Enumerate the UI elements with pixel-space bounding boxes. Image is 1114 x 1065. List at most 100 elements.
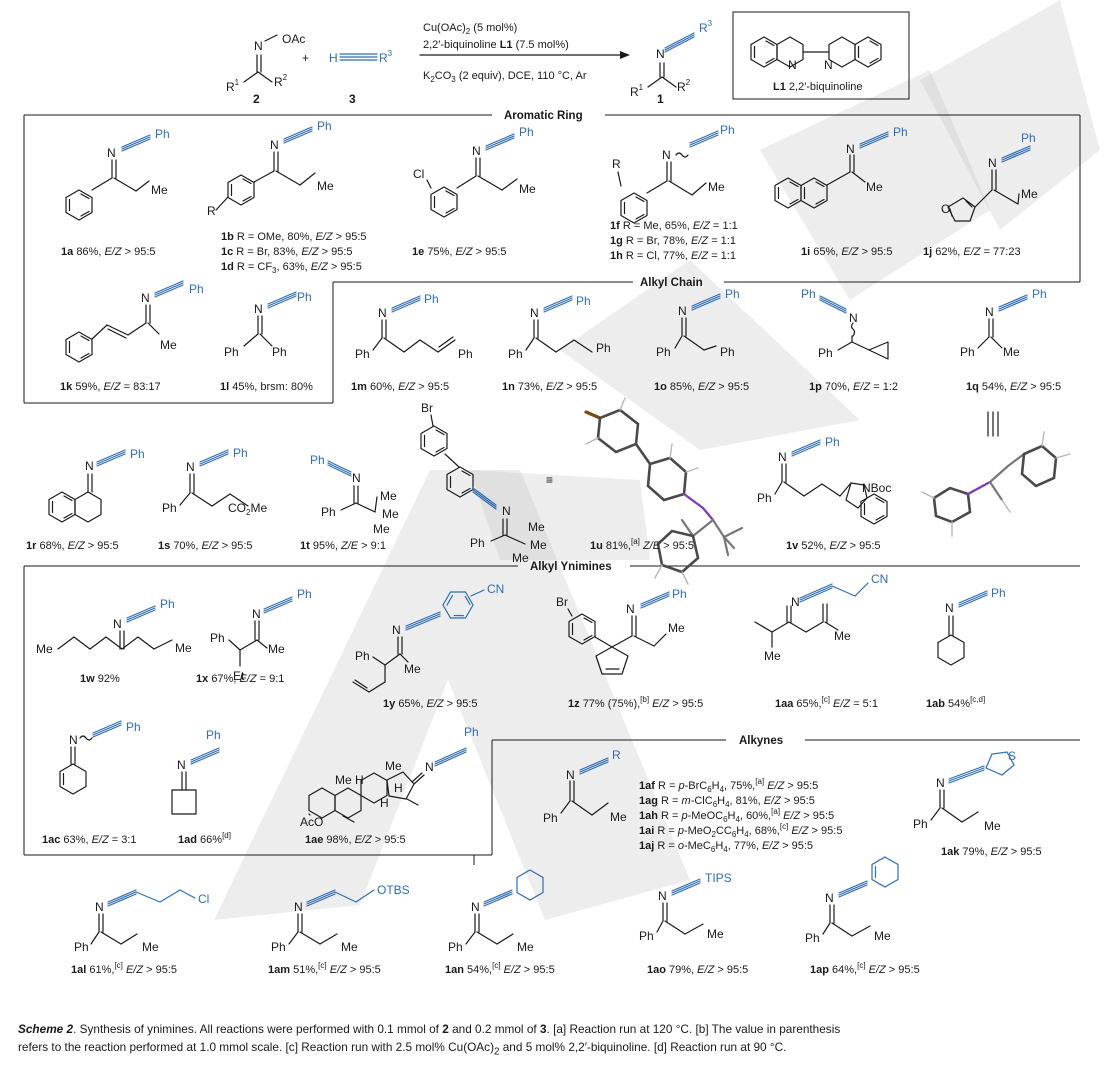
compound-1u: Br N Ph Me Me Me ≡ — [420, 397, 744, 585]
svg-text:Ph: Ph — [155, 127, 170, 141]
svg-text:R: R — [612, 748, 621, 762]
svg-text:Me: Me — [373, 522, 390, 536]
label-1y: 1y 65%, E/Z > 95:5 — [383, 698, 478, 710]
reaction-scheme: OAc N R1 R2 2 + H R3 3 Cu(OAc)2 (5 mol%)… — [226, 11, 910, 106]
svg-text:N: N — [378, 306, 387, 320]
svg-text:Ph: Ph — [355, 649, 370, 663]
svg-text:Ph: Ph — [913, 817, 928, 831]
svg-text:R: R — [612, 157, 621, 171]
svg-text:Ph: Ph — [272, 345, 287, 359]
svg-text:N: N — [936, 776, 945, 790]
svg-text:Ph: Ph — [458, 347, 473, 361]
alkyne-h-label: H — [329, 51, 338, 65]
svg-text:N: N — [530, 306, 539, 320]
label-1m: 1m 60%, E/Z > 95:5 — [351, 381, 449, 393]
preview-watermark — [214, 0, 1100, 920]
compound-1w: Me N Ph Me 1w 92% — [36, 597, 192, 685]
svg-text:Br: Br — [421, 401, 433, 415]
svg-text:CN: CN — [871, 572, 888, 586]
svg-text:Ph: Ph — [160, 597, 175, 611]
compound-1v: Ph N Ph NBoc 1v 52%, E/Z > 95:5 — [757, 435, 891, 552]
svg-text:N: N — [177, 758, 186, 772]
svg-text:Ph: Ph — [893, 125, 908, 139]
compound-1k: N Ph Me 1k 59%, E/Z = 83:17 — [60, 280, 204, 393]
ligand-n-right: N — [824, 58, 833, 72]
compound-1aa: Me N CN Me 1aa 65%,[c] E/Z = 5:1 — [754, 572, 888, 710]
label-1an: 1an 54%,[c] E/Z > 95:5 — [445, 961, 555, 976]
svg-text:Ph: Ph — [825, 435, 840, 449]
product-r2-label: R2 — [677, 78, 691, 94]
svg-text:N: N — [392, 623, 401, 637]
compound-1i: N Ph Me 1i 65%, E/Z > 95:5 — [774, 125, 908, 258]
svg-text:N: N — [471, 900, 480, 914]
catalyst-text: Cu(OAc)2 (5 mol%) — [423, 22, 517, 36]
alkyne-3: H R3 3 — [329, 49, 393, 106]
svg-text:Ph: Ph — [543, 811, 558, 825]
label-1q: 1q 54%, E/Z > 95:5 — [966, 381, 1061, 393]
svg-text:N: N — [113, 617, 122, 631]
svg-text:Ph: Ph — [162, 501, 177, 515]
compound-1-label: 1 — [657, 92, 664, 106]
svg-text:Ph: Ph — [210, 631, 225, 645]
svg-text:Me: Me — [874, 929, 891, 943]
svg-text:N: N — [846, 142, 855, 156]
compound-2-label: 2 — [253, 92, 260, 106]
svg-text:Ph: Ph — [310, 453, 325, 467]
label-1p: 1p 70%, E/Z = 1:2 — [809, 381, 898, 393]
svg-text:Me: Me — [341, 940, 358, 954]
compound-1e: Cl N Ph Me 1e 75%, E/Z > 95:5 — [412, 125, 536, 258]
label-1ak: 1ak 79%, E/Z > 95:5 — [941, 846, 1042, 858]
svg-text:TIPS: TIPS — [705, 871, 732, 885]
substrate-2: OAc N R1 R2 2 — [226, 32, 305, 106]
svg-text:Ph: Ph — [801, 287, 816, 301]
ligand-n-left: N — [788, 58, 797, 72]
label-1g: 1g R = Br, 78%, E/Z = 1:1 — [610, 235, 736, 247]
label-1ao: 1ao 79%, E/Z > 95:5 — [647, 964, 748, 976]
svg-text:Me: Me — [834, 629, 851, 643]
svg-text:Ph: Ph — [1021, 131, 1036, 145]
label-1d: 1d R = CF3, 63%, E/Z > 95:5 — [221, 261, 362, 275]
svg-text:Ph: Ph — [271, 940, 286, 954]
label-1h: 1h R = Cl, 77%, E/Z = 1:1 — [610, 250, 736, 262]
svg-text:Ph: Ph — [672, 587, 687, 601]
svg-text:Ph: Ph — [1032, 287, 1047, 301]
label-1af: 1af R = p-BrC6H4, 75%,[a] E/Z > 95:5 — [639, 777, 818, 794]
svg-text:Me: Me — [380, 489, 397, 503]
svg-text:N: N — [472, 144, 481, 158]
svg-text:Me: Me — [317, 179, 334, 193]
svg-text:Ph: Ph — [639, 929, 654, 943]
compound-1a: N Ph Me 1a 86%, E/Z > 95:5 — [61, 127, 170, 258]
svg-text:Me: Me — [160, 338, 177, 352]
svg-text:N: N — [626, 602, 635, 616]
compound-1p: Ph N Ph 1p 70%, E/Z = 1:2 — [801, 287, 898, 393]
compound-1s: Ph N Ph CO2Me 1s 70%, E/Z > 95:5 — [158, 446, 267, 552]
compound-1o: Ph N Ph Ph 1o 85%, E/Z > 95:5 — [654, 287, 749, 393]
svg-text:Ph: Ph — [960, 345, 975, 359]
label-1j: 1j 62%, E/Z = 77:23 — [923, 246, 1021, 258]
svg-text:Ph: Ph — [297, 587, 312, 601]
svg-text:Ph: Ph — [321, 505, 336, 519]
svg-text:Me: Me — [764, 649, 781, 663]
svg-text:Me: Me — [530, 538, 547, 552]
compound-1r: N Ph 1r 68%, E/Z > 95:5 — [26, 447, 145, 552]
label-1k: 1k 59%, E/Z = 83:17 — [60, 381, 161, 393]
svg-text:Me: Me — [866, 180, 883, 194]
svg-text:Me: Me — [404, 662, 421, 676]
svg-text:N: N — [294, 900, 303, 914]
svg-text:N: N — [252, 607, 261, 621]
compound-1ap: Ph N Me 1ap 64%,[c] E/Z > 95:5 — [805, 856, 920, 976]
base-text: K2CO3 (2 equiv), DCE, 110 °C, Ar — [423, 70, 587, 84]
svg-text:N: N — [107, 146, 116, 160]
svg-text:R: R — [207, 204, 216, 218]
svg-text:H: H — [380, 796, 389, 810]
svg-text:N: N — [254, 302, 263, 316]
scheme-number: Scheme 2 — [18, 1022, 74, 1036]
svg-text:Ph: Ph — [656, 345, 671, 359]
svg-text:Ph: Ph — [317, 119, 332, 133]
label-1b: 1b R = OMe, 80%, E/Z > 95:5 — [221, 231, 367, 243]
svg-text:N: N — [566, 768, 575, 782]
section-alkyl-ynimines: Alkyl Ynimines — [530, 561, 612, 573]
svg-text:N: N — [778, 450, 787, 464]
label-1aa: 1aa 65%,[c] E/Z = 5:1 — [775, 695, 878, 710]
svg-text:≡: ≡ — [546, 473, 553, 487]
